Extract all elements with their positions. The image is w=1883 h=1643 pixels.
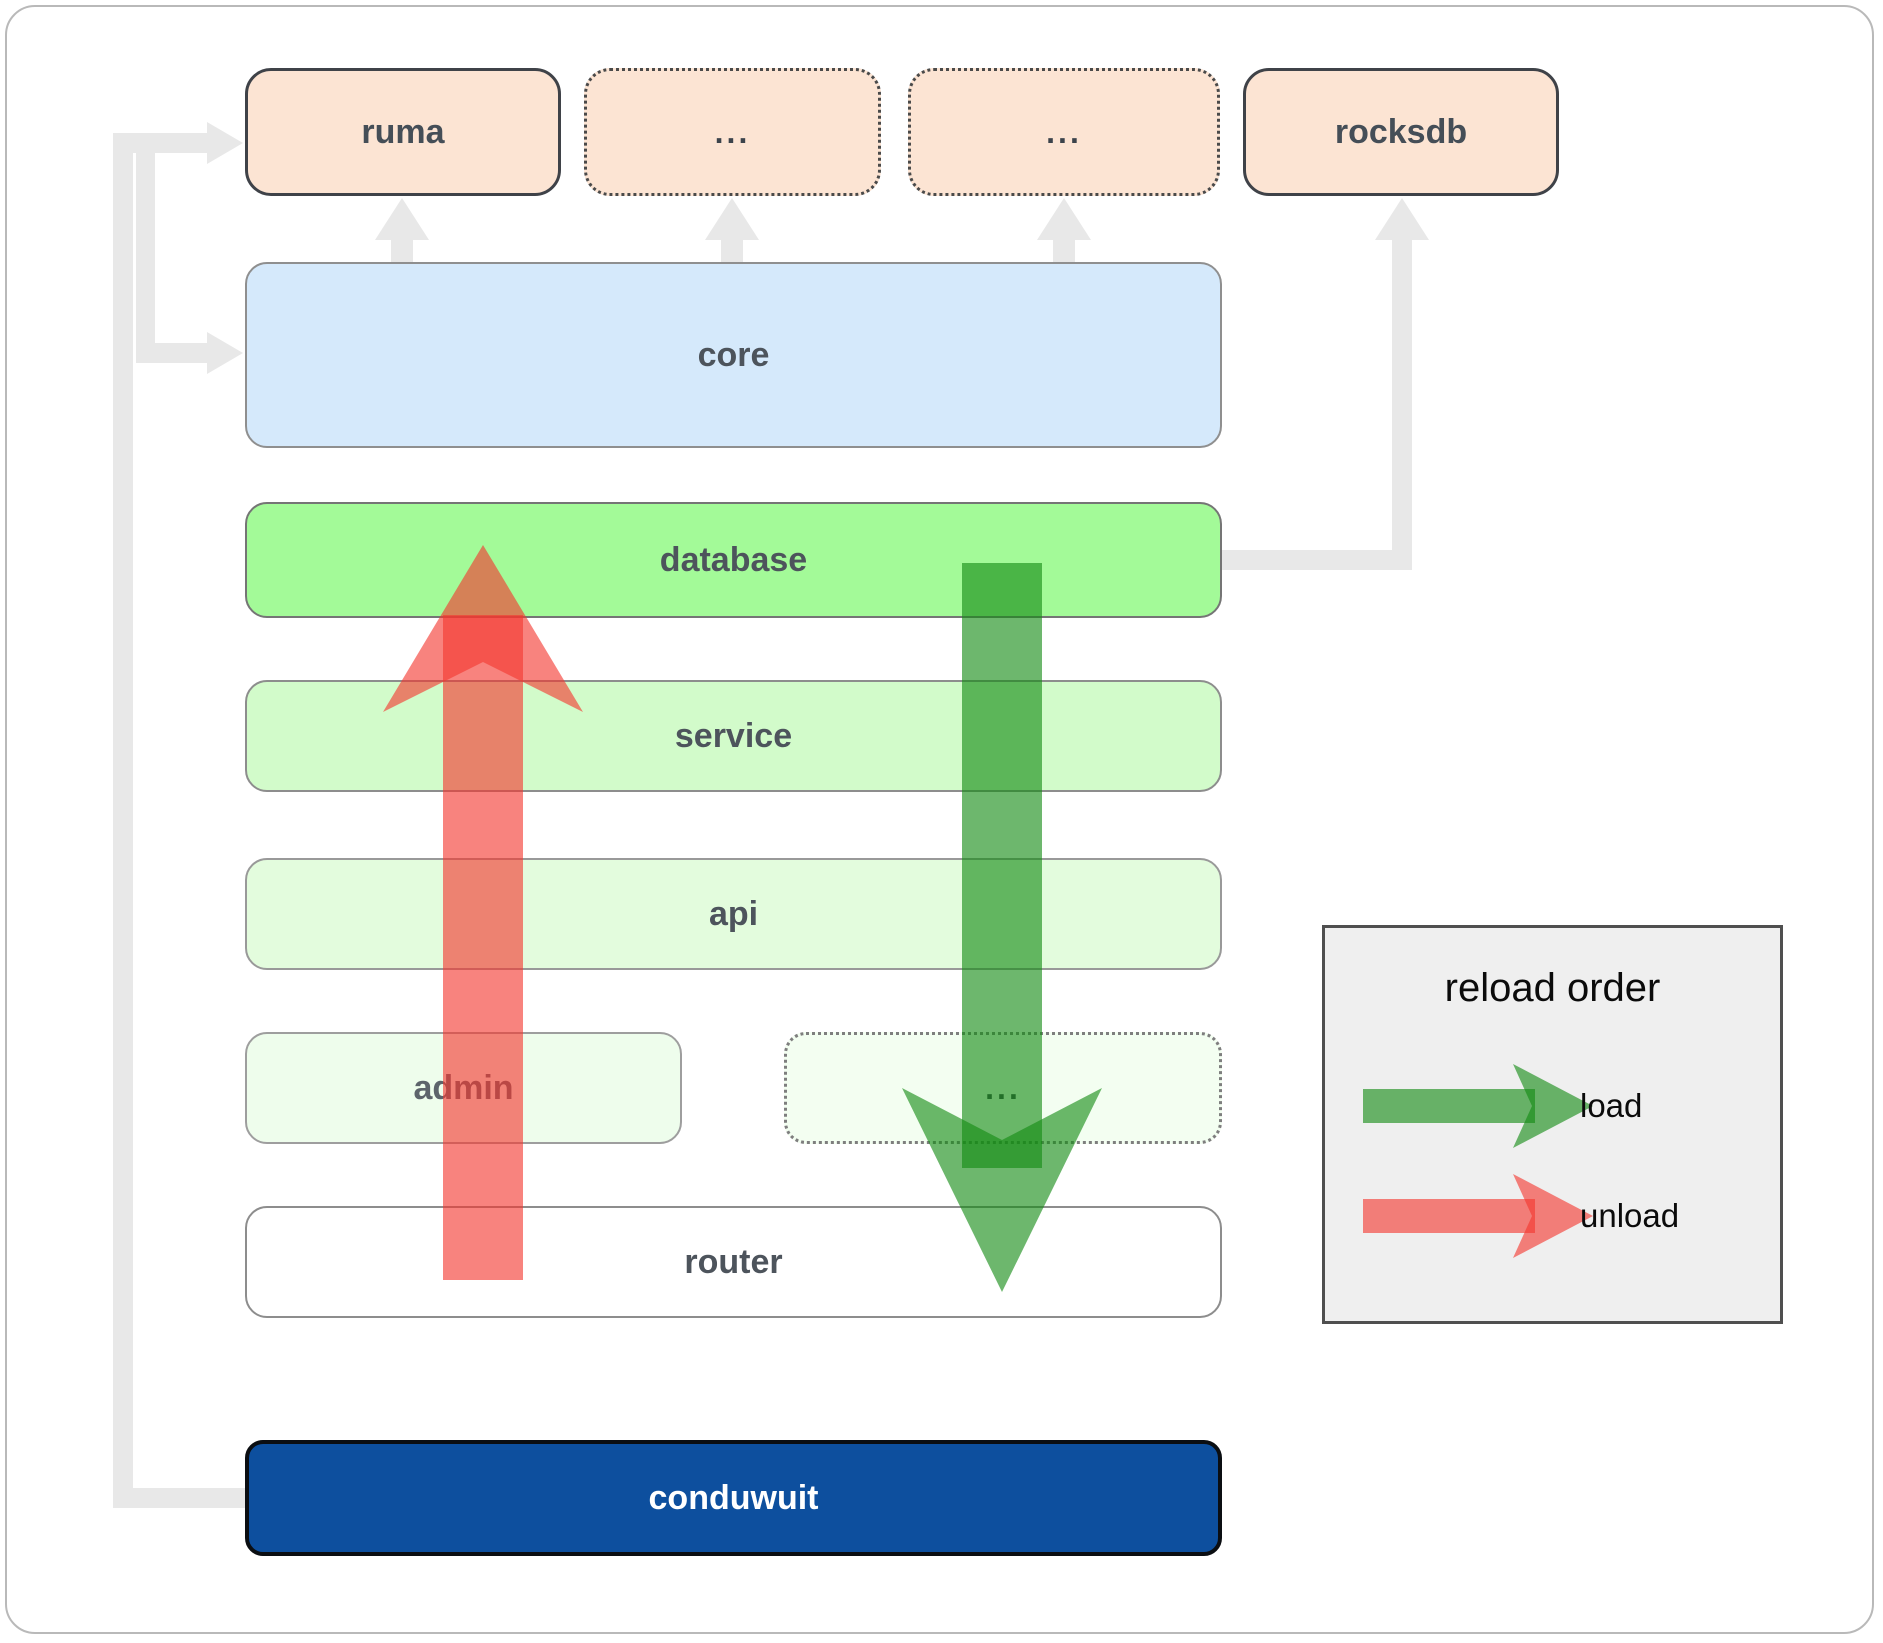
legend-unload-arrow-icon (1363, 1174, 1593, 1258)
node-ellipsis-1: ... (584, 68, 881, 196)
node-core: core (245, 262, 1222, 448)
node-ellipsis-3: ... (784, 1032, 1222, 1144)
node-conduwuit: conduwuit (245, 1440, 1222, 1556)
node-admin: admin (245, 1032, 682, 1144)
node-service: service (245, 680, 1222, 792)
node-database: database (245, 502, 1222, 618)
legend-label-unload: unload (1580, 1197, 1680, 1234)
legend-load-arrow-icon (1363, 1064, 1593, 1148)
legend-title: reload order (1444, 966, 1661, 1010)
node-rocksdb: rocksdb (1243, 68, 1559, 196)
node-router: router (245, 1206, 1222, 1318)
node-ellipsis-2: ... (908, 68, 1220, 196)
node-ruma: ruma (245, 68, 561, 196)
legend-label-load: load (1580, 1087, 1643, 1124)
node-api: api (245, 858, 1222, 970)
legend-box: reload order load unload (1322, 925, 1783, 1324)
outer-frame (5, 5, 1874, 1634)
